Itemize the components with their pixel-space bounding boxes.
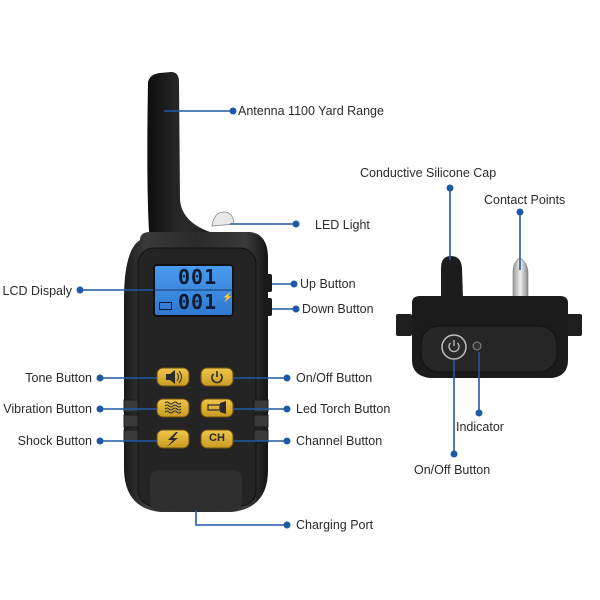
label-indicator: Indicator bbox=[456, 420, 504, 434]
label-antenna: Antenna 1100 Yard Range bbox=[238, 104, 384, 118]
remote-buttons bbox=[156, 367, 234, 449]
lightning-icon bbox=[167, 432, 178, 447]
lcd-lightning-icon: ⚡ bbox=[222, 292, 234, 302]
label-down-button: Down Button bbox=[302, 302, 374, 316]
label-charging-port: Charging Port bbox=[296, 518, 374, 532]
vibration-button bbox=[156, 398, 190, 418]
label-up-button: Up Button bbox=[300, 277, 356, 291]
label-shock-button: Shock Button bbox=[17, 434, 92, 448]
up-button bbox=[266, 274, 272, 292]
led-light bbox=[211, 211, 235, 227]
label-channel-button: Channel Button bbox=[296, 434, 383, 448]
lcd-bottom-value: 001 bbox=[178, 290, 218, 314]
label-led-light: LED Light bbox=[315, 218, 370, 232]
silicone-cap bbox=[441, 256, 463, 298]
label-vibration-button: Vibration Button bbox=[3, 402, 92, 416]
lcd-top-value: 001 bbox=[178, 265, 218, 289]
antenna bbox=[147, 72, 240, 244]
down-button bbox=[266, 298, 272, 316]
speaker-icon bbox=[166, 370, 182, 384]
indicator-light bbox=[472, 341, 482, 351]
label-tone-button: Tone Button bbox=[25, 371, 92, 385]
callout-dots bbox=[76, 107, 524, 529]
ch-text: CH bbox=[209, 432, 225, 444]
torch-button bbox=[200, 398, 234, 418]
label-contact-points: Contact Points bbox=[484, 193, 566, 207]
label-conductive-cap: Conductive Silicone Cap bbox=[360, 166, 497, 180]
channel-button bbox=[200, 429, 234, 449]
label-led-torch-button: Led Torch Button bbox=[296, 402, 391, 416]
receiver-power-button bbox=[441, 334, 467, 360]
label-onoff-button: On/Off Button bbox=[296, 371, 373, 385]
label-receiver-onoff: On/Off Button bbox=[414, 463, 491, 477]
flashlight-icon bbox=[207, 401, 226, 414]
lower-panel bbox=[150, 470, 242, 510]
vibration-icon bbox=[164, 401, 182, 414]
callout-lines bbox=[80, 110, 521, 526]
lcd-battery-icon bbox=[159, 302, 172, 310]
label-lcd-display: LCD Dispaly bbox=[2, 284, 72, 298]
power-icon bbox=[211, 371, 223, 384]
collar-receiver bbox=[396, 256, 582, 378]
